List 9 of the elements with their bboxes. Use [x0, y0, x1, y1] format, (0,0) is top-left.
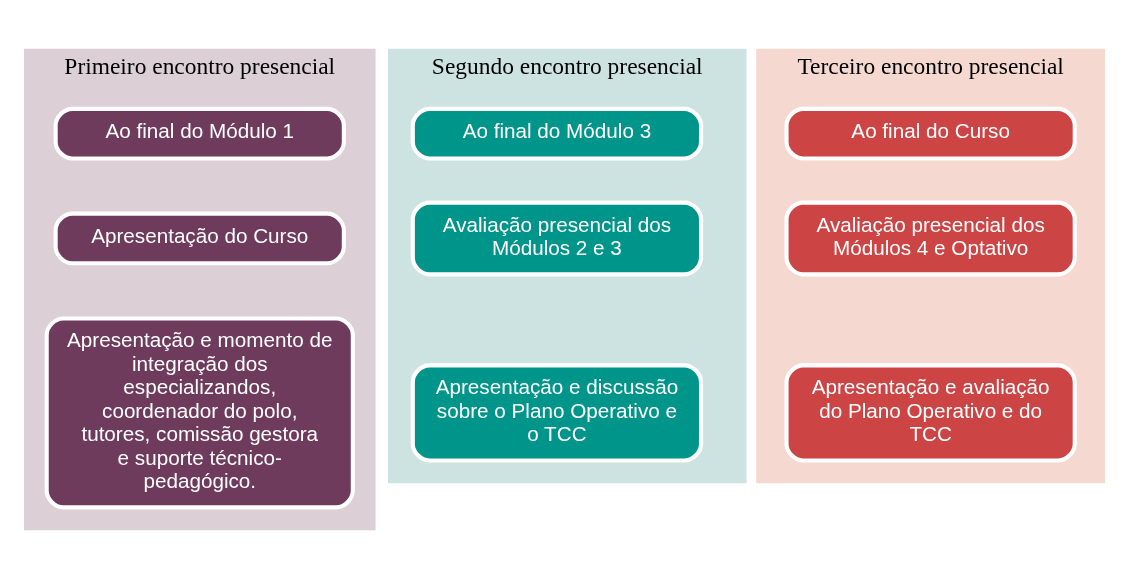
node-box: Ao final do Módulo 3	[410, 106, 704, 161]
node-box: Apresentação e avaliação do Plano Operativo e do TCC	[784, 363, 1077, 463]
node-box: Apresentação e discussão sobre o Plano Operativo e o TCC	[410, 363, 704, 463]
node-box: Avaliação presencial dos Módulos 4 e Optativo	[784, 200, 1077, 277]
node-box: Avaliação presencial dos Módulos 2 e 3	[410, 200, 704, 277]
node-box: Apresentação do Curso	[53, 211, 346, 266]
node-box: Ao final do Curso	[784, 106, 1077, 161]
node-box: Ao final do Módulo 1	[53, 106, 346, 161]
node-box: Apresentação e momento de integração dos especializandos, coordenador do polo, tutores, comissão gestora e suporte técnico-pedagógico.	[44, 316, 355, 510]
